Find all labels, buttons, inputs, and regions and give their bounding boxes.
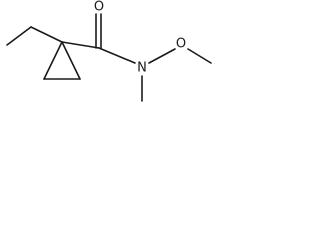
nitrogen-label: N (137, 61, 147, 76)
bond-carbonyl-nitrogen (98, 47, 136, 64)
carbonyl-oxygen-label: O (94, 0, 104, 15)
ether-oxygen-label: O (176, 37, 186, 52)
bond-ring-top-right (61, 41, 81, 80)
bond-oxygen-methyl (187, 48, 212, 64)
chemical-structure: O N O (6, 0, 212, 102)
bond-quaternary-carbonyl (61, 41, 100, 49)
bond-nitrogen-oxygen (148, 48, 176, 64)
bond-ethyl-ch3-ch2 (6, 26, 32, 46)
bond-ethyl-ch2-quaternary (30, 26, 63, 43)
bond-ring-top-left (43, 41, 63, 80)
